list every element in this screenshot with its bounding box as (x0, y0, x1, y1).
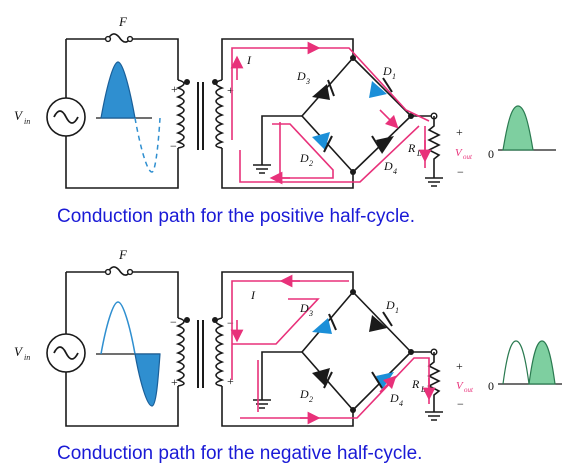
bottom-bridge-circuit (221, 271, 443, 427)
top-source-circuit: F V in + − (14, 14, 179, 189)
bottom-rl-label: R (411, 377, 420, 391)
bottom-d1-sub: 1 (395, 306, 399, 315)
bottom-rl-sub: L (420, 385, 426, 394)
top-d3-label: D (296, 69, 306, 83)
bottom-output-waveform: 0 (488, 340, 562, 393)
top-vout-sub: out (463, 153, 473, 161)
bottom-output-zero: 0 (488, 379, 494, 393)
bottom-conduction-path (230, 274, 436, 425)
top-vout-minus: − (457, 165, 464, 179)
bottom-primary-plus: + (171, 375, 178, 389)
bottom-diode-d3 (312, 313, 337, 334)
top-conduction-path (230, 41, 432, 185)
top-d1-sub: 1 (392, 72, 396, 81)
top-fuse-label: F (118, 14, 128, 29)
bottom-vin-sub: in (24, 353, 30, 362)
top-d3-sub: 3 (305, 77, 310, 86)
top-transformer: + (175, 79, 234, 150)
top-panel: F V in + − + (14, 14, 556, 227)
bottom-d1-label: D (385, 298, 395, 312)
bottom-d4-sub: 4 (399, 399, 403, 408)
top-output-zero: 0 (488, 147, 494, 161)
top-secondary-plus: + (227, 83, 234, 97)
bottom-transformer: − + (175, 316, 234, 388)
top-vout-label: V (455, 147, 463, 159)
top-d2-sub: 2 (309, 159, 313, 168)
top-caption: Conduction path for the positive half-cy… (57, 206, 415, 227)
top-output-waveform: 0 (488, 105, 556, 161)
top-diode-d4 (371, 135, 394, 154)
bottom-secondary-plus: + (227, 374, 234, 388)
bottom-input-waveform (96, 301, 161, 407)
bottom-d2-label: D (299, 387, 309, 401)
top-diode-d3 (312, 79, 335, 100)
top-d1-label: D (382, 64, 392, 78)
top-vout-plus: + (456, 125, 463, 139)
top-rl-sub: L (416, 149, 422, 158)
top-diode-d1 (369, 77, 393, 98)
top-bridge-circuit (221, 38, 443, 189)
bottom-d4-label: D (389, 391, 399, 405)
top-current-label: I (246, 53, 252, 67)
bottom-panel: F V in − + − + (14, 247, 562, 464)
bottom-current-label: I (250, 288, 256, 302)
bottom-caption: Conduction path for the negative half-cy… (57, 443, 422, 464)
top-input-waveform (96, 61, 161, 173)
top-rl-label: R (407, 141, 416, 155)
top-d2-label: D (299, 151, 309, 165)
top-vin-sub: in (24, 117, 30, 126)
bottom-vout-plus: + (456, 359, 463, 373)
bottom-d3-sub: 3 (308, 309, 313, 318)
top-vin-label: V (14, 108, 24, 123)
bottom-d2-sub: 2 (309, 395, 313, 404)
bottom-diode-d1 (369, 311, 393, 332)
bottom-vout-minus: − (457, 397, 464, 411)
top-primary-minus: − (170, 139, 177, 153)
bottom-d3-label: D (299, 301, 309, 315)
bottom-fuse-label: F (118, 247, 128, 262)
top-d4-label: D (383, 159, 393, 173)
bottom-diode-d2 (312, 368, 333, 389)
top-fuse-symbol (107, 33, 131, 43)
top-d4-sub: 4 (393, 167, 397, 176)
bottom-primary-minus: − (170, 315, 177, 329)
bottom-secondary-minus: − (227, 316, 234, 330)
bottom-source-circuit: F V in − + (14, 247, 179, 427)
bottom-vin-label: V (14, 344, 24, 359)
bottom-vout-sub: out (464, 386, 474, 394)
bottom-fuse-symbol (107, 266, 131, 276)
top-primary-plus: + (171, 82, 178, 96)
bottom-vout-label: V (456, 380, 464, 392)
top-diode-d2 (312, 132, 333, 153)
